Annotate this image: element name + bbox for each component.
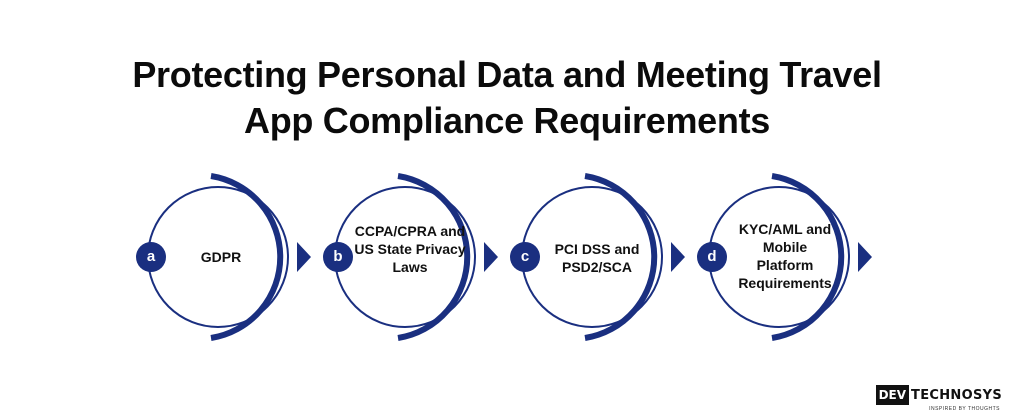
step-d-arc (771, 173, 845, 341)
logo-mark: DEV (875, 385, 910, 405)
step-a-graphic (147, 173, 311, 341)
title-line-2: App Compliance Requirements (244, 100, 770, 141)
logo-word: TECHNOSYS (911, 387, 1002, 403)
page-title: Protecting Personal Data and Meeting Tra… (0, 52, 1014, 144)
step-c-arrow (671, 242, 685, 272)
step-b-arrow (484, 242, 498, 272)
step-d-label: KYC/AML and Mobile Platform Requirements (738, 221, 832, 291)
title-line-1: Protecting Personal Data and Meeting Tra… (132, 54, 882, 95)
logo-tagline: INSPIRED BY THOUGHTS (929, 406, 1000, 412)
step-c-badge: c (510, 242, 540, 272)
step-d-arrow (858, 242, 872, 272)
step-c-graphic (521, 173, 685, 341)
step-b-arc (397, 173, 471, 341)
step-a-label: GDPR (200, 249, 242, 265)
brand-logo: DEV TECHNOSYS INSPIRED BY THOUGHTS (875, 382, 1002, 412)
step-c-label: PCI DSS and PSD2/SCA (554, 241, 640, 275)
step-a-badge: a (136, 242, 166, 272)
step-c-arc (584, 173, 658, 341)
step-b-label: CCPA/CPRA and US State Privacy Laws (354, 223, 466, 275)
step-a-arc (210, 173, 284, 341)
step-d-badge: d (697, 242, 727, 272)
step-a-arrow (297, 242, 311, 272)
step-b-badge: b (323, 242, 353, 272)
